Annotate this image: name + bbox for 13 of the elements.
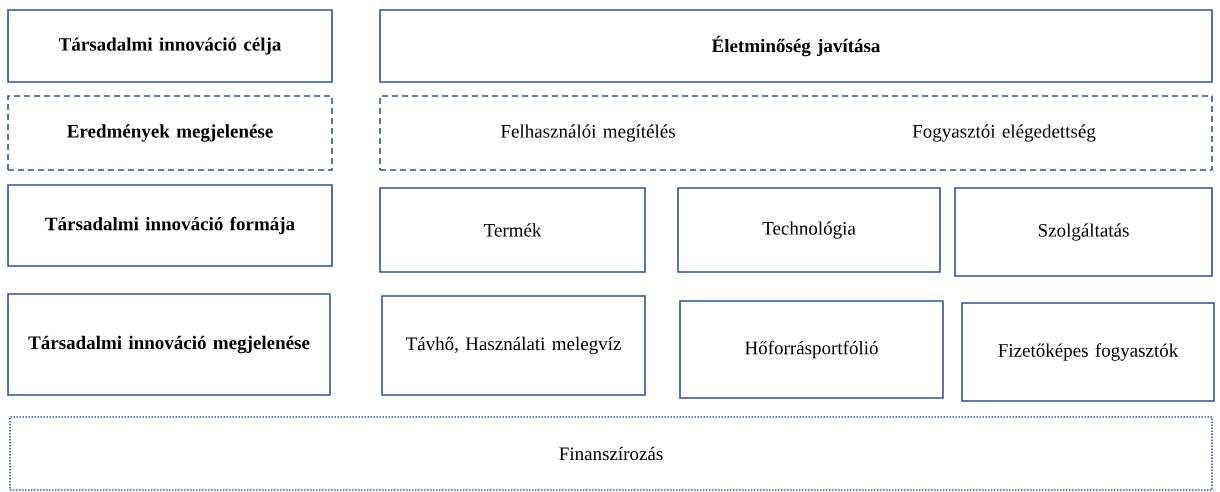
box: Társadalmi innováció célja [7,9,333,83]
box: Társadalmi innováció formája [7,184,333,267]
box: Hőforrásportfólió [679,300,944,399]
dashed-box: Eredmények megjelenése [7,95,333,171]
box: Távhő, Használati melegvíz [381,295,646,396]
box: Szolgáltatás [954,187,1213,277]
box: Technológia [677,187,941,273]
box: Társadalmi innováció megjelenése [7,293,331,396]
dashed-box: Felhasználói megítélés Fogyasztói elégedettség [379,95,1213,171]
box: Fizetőképes fogyasztók [961,302,1215,402]
dotted-box: Finanszírozás [9,416,1213,491]
box: Életminőség javítása [379,9,1213,83]
box: Termék [379,187,646,273]
